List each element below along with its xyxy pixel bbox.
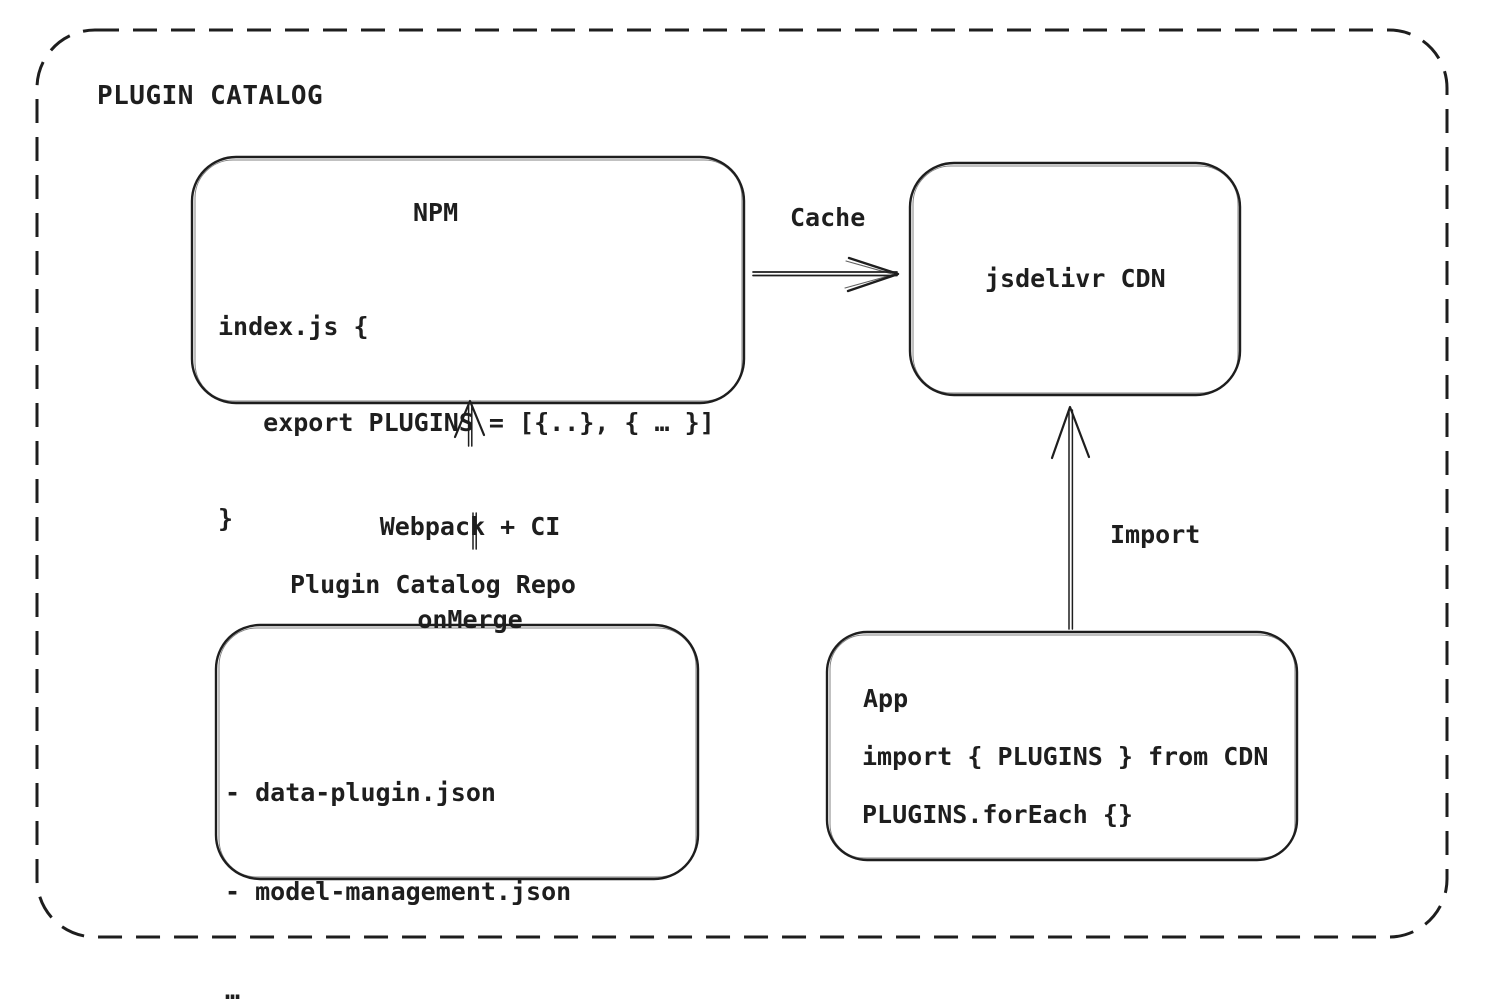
build-arrow	[453, 399, 486, 550]
npm-code-line: }	[218, 504, 234, 533]
diagram-title: PLUGIN CATALOG	[97, 81, 324, 111]
import-arrow-label: Import	[1110, 520, 1201, 549]
cdn-box	[908, 161, 1242, 397]
npm-box-title: NPM	[413, 198, 459, 227]
app-box	[825, 630, 1299, 862]
repo-file-line: - data-plugin.json	[225, 778, 496, 807]
app-code-line: PLUGINS.forEach {}	[862, 800, 1133, 829]
build-arrow-label: Webpack + CI onMerge	[368, 449, 572, 697]
repo-box-label: Plugin Catalog Repo	[290, 570, 576, 599]
repo-file-line: - model-management.json	[225, 877, 572, 906]
app-box-title: App	[863, 684, 909, 713]
build-arrow-label-line: Webpack + CI	[379, 512, 561, 541]
npm-code-block: index.js { export PLUGINS = [{..}, { … }…	[218, 247, 715, 599]
build-arrow-label-line: onMerge	[417, 605, 523, 634]
catalog-boundary-box	[35, 28, 1449, 939]
repo-file-list: - data-plugin.json - model-management.js…	[225, 710, 571, 1002]
npm-code-line: index.js {	[218, 312, 369, 341]
repo-box	[214, 623, 700, 881]
npm-code-line: export PLUGINS = [{..}, { … }]	[218, 408, 715, 437]
app-code-line: import { PLUGINS } from CDN	[862, 742, 1269, 771]
cache-arrow	[752, 256, 900, 293]
import-arrow	[1050, 405, 1091, 630]
cache-arrow-label: Cache	[790, 203, 866, 232]
repo-file-line: …	[225, 976, 241, 1002]
cdn-box-label: jsdelivr CDN	[985, 264, 1166, 293]
